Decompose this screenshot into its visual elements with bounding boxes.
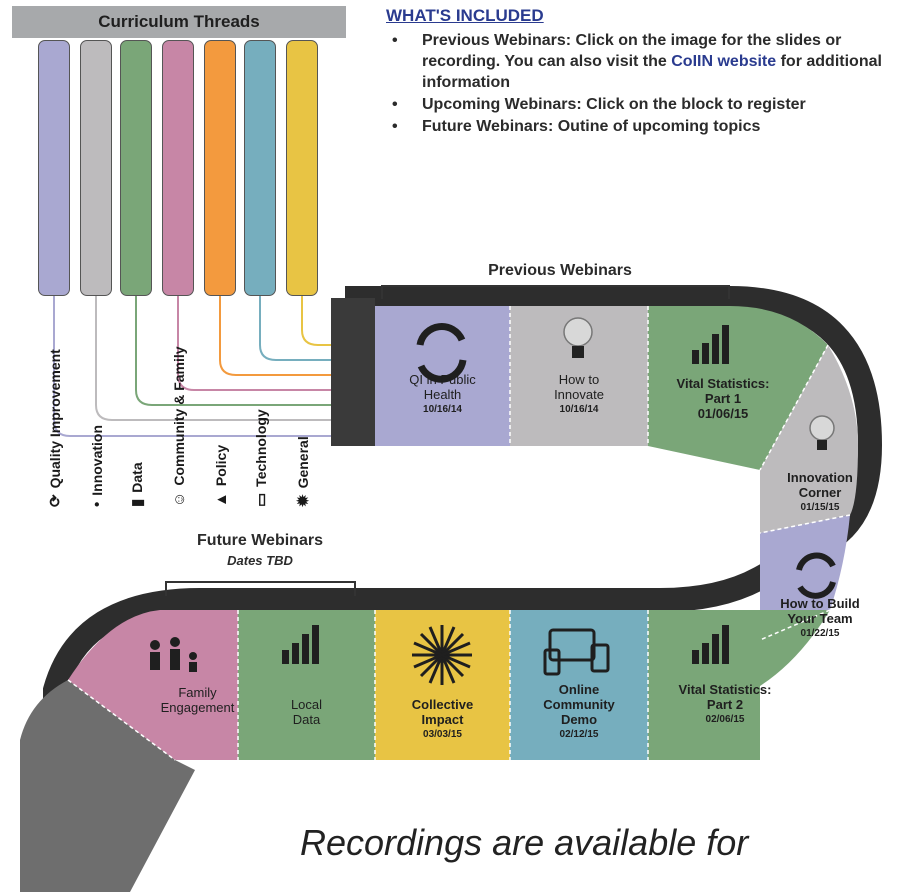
tile-title: Part 2 [706,697,744,712]
curriculum-threads-header: Curriculum Threads [12,6,346,38]
tile-corner-text: Innovation Corner 01/15/15 [770,470,870,515]
list-item: Upcoming Webinars: Click on the block to… [382,94,892,115]
chart-icon [692,625,729,664]
tile-date: 03/03/15 [423,729,462,740]
item-text: for additional information [422,53,882,91]
item-heading: Future Webinars: [422,118,554,135]
thread-general[interactable]: ✹General [286,40,318,507]
tile-date: 10/16/14 [559,404,599,415]
item-text: Outine of upcoming topics [553,118,761,135]
tile-title: Local [290,697,323,712]
tile-date: 02/12/15 [559,729,599,740]
thread-quality-improvement[interactable]: ⟳Quality Improvement [38,40,70,507]
devices-icon [543,628,610,676]
tile-title: Health [423,387,462,402]
bulb-icon [809,415,835,450]
whats-included-list: Previous Webinars: Click on the image fo… [382,30,892,138]
thread-community-family[interactable]: ☺Community & Family [162,40,194,507]
tile-vital-statistics-1[interactable] [648,306,828,470]
tile-title: Data [292,712,321,727]
tile-qi-text: QI in Public Health 10/16/14 [375,372,510,417]
item-text: Click on the block to register [581,96,806,113]
family-icon [150,637,197,672]
road-arrow [20,680,195,892]
tile-family-engagement[interactable] [68,610,238,760]
cycle-icon [416,323,467,383]
tile-title: QI in Public [409,372,476,387]
item-heading: Previous Webinars: [422,32,572,49]
tile-title: Impact [421,712,464,727]
item-heading: Upcoming Webinars: [422,96,582,113]
tile-title: Collective [411,697,474,712]
thread-innovation[interactable]: •Innovation [80,40,112,507]
future-dates-label: Dates TBD [227,553,293,568]
cycle-icon [796,552,836,599]
tile-local-text: Local Data [238,697,375,727]
tile-title: Family [178,685,217,700]
tile-title: Community [543,697,615,712]
whats-included-title: WHAT'S INCLUDED [386,6,544,25]
previous-webinars-label: Previous Webinars [488,262,632,279]
tile-vital1-text: Vital Statistics: Part 1 01/06/15 [648,376,798,421]
tile-innovation-corner[interactable] [760,345,858,533]
tile-title: Online [558,682,600,697]
tile-title: Innovate [554,387,604,402]
tile-date: 10/16/14 [423,404,462,415]
tile-build-your-team[interactable] [760,515,850,640]
tile-family-text: Family Engagement [150,685,245,715]
tile-date: 01/22/15 [800,628,840,639]
tile-title: Vital Statistics: [676,376,770,391]
tile-online-text: Online Community Demo 02/12/15 [510,682,648,742]
list-item: Previous Webinars: Click on the image fo… [382,30,892,93]
tile-local-data[interactable] [238,610,375,760]
recordings-caption: Recordings are available for [300,822,749,863]
thread-technology[interactable]: ▭Technology [244,40,276,507]
tile-title: How to Build [780,596,860,611]
tile-date: 01/15/15 [800,502,840,513]
tile-vital2-text: Vital Statistics: Part 2 02/06/15 [655,682,795,727]
chart-icon [282,625,319,664]
tile-title: Engagement [160,700,235,715]
tile-vital-statistics-2[interactable] [648,610,830,760]
tile-online-community[interactable] [510,610,648,760]
tile-title: Innovation [787,470,853,485]
thread-policy[interactable]: ▲Policy [204,40,236,507]
tile-collective-text: Collective Impact 03/03/15 [375,697,510,742]
tile-title: Vital Statistics: [678,682,772,697]
list-item: Future Webinars: Outine of upcoming topi… [382,116,892,137]
tile-title: Your Team [787,611,853,626]
bulb-icon [563,317,593,358]
coiin-website-link[interactable]: CoIIN website [671,53,777,70]
tile-date: 01/06/15 [697,406,749,421]
chart-icon [692,325,729,364]
item-text: Click on the image for the slides or rec… [422,32,842,70]
tile-title: How to [558,372,600,387]
tile-title: Demo [560,712,598,727]
tile-date: 02/06/15 [705,714,745,725]
tile-team-text: How to Build Your Team 01/22/15 [765,596,875,641]
thread-data[interactable]: ▮Data [120,40,152,507]
future-webinars-label: Future Webinars [197,532,323,549]
tile-title: Corner [798,485,842,500]
tile-howto-text: How to Innovate 10/16/14 [510,372,648,417]
burst-icon [412,625,472,685]
tile-title: Part 1 [704,391,742,406]
